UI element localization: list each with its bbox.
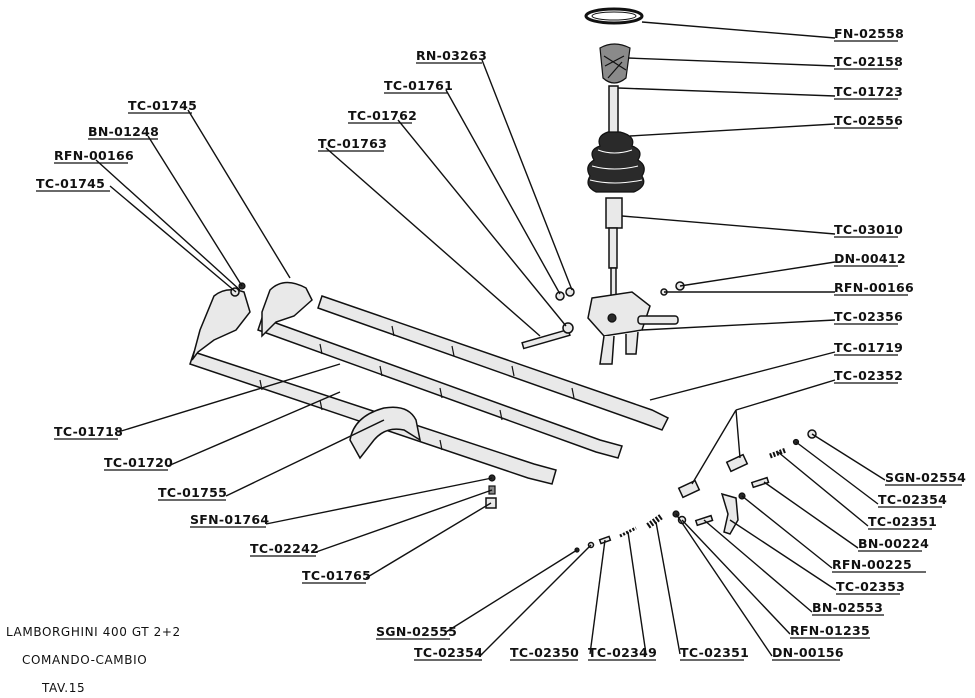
label-tc-02352: TC-02352 <box>834 368 903 383</box>
label-sfn-01764: SFN-01764 <box>190 512 269 527</box>
label-tc-02354-bottom: TC-02354 <box>414 645 483 660</box>
label-sgn-02555: SGN-02555 <box>376 624 457 639</box>
fork-tc-01745-front <box>191 289 251 361</box>
label-tc-01718: TC-01718 <box>54 424 123 439</box>
label-tc-02349: TC-02349 <box>588 645 657 660</box>
bush-tc-02352-a <box>677 479 701 499</box>
label-tc-03010: TC-03010 <box>834 222 903 237</box>
leader-lines <box>95 21 886 657</box>
label-tc-01761: TC-01761 <box>384 78 453 93</box>
label-tc-02242: TC-02242 <box>250 541 319 556</box>
washer-tc-01761 <box>555 291 565 301</box>
label-dn-00412: DN-00412 <box>834 251 906 266</box>
label-tc-01745-left: TC-01745 <box>36 176 105 191</box>
fork-tc-01755 <box>349 406 422 460</box>
selector-forks <box>191 281 422 460</box>
label-tc-01720: TC-01720 <box>104 455 173 470</box>
label-rfn-00225: RFN-00225 <box>832 557 912 572</box>
title-plate: TAV.15 <box>41 681 85 695</box>
label-tc-02356: TC-02356 <box>834 309 903 324</box>
parts-drawing <box>189 7 817 553</box>
label-tc-01723: TC-01723 <box>834 84 903 99</box>
label-sgn-02554: SGN-02554 <box>885 470 966 485</box>
lever-rod <box>608 85 619 135</box>
label-bn-01248: BN-01248 <box>88 124 159 139</box>
label-bn-00224: BN-00224 <box>858 536 929 551</box>
label-tc-01762: TC-01762 <box>348 108 417 123</box>
spring-tc-02351 <box>769 447 787 459</box>
label-tc-01719: TC-01719 <box>834 340 903 355</box>
label-tc-02353: TC-02353 <box>836 579 905 594</box>
label-tc-02351-right: TC-02351 <box>868 514 937 529</box>
pin-bn-00224 <box>750 476 770 489</box>
lever-lower-rod <box>605 197 623 229</box>
bolt-tc-01763 <box>521 328 571 350</box>
label-tc-01763: TC-01763 <box>318 136 387 151</box>
label-tc-02556: TC-02556 <box>834 113 903 128</box>
label-tc-01765: TC-01765 <box>302 568 371 583</box>
label-bn-02553: BN-02553 <box>812 600 883 615</box>
label-tc-01745-top: TC-01745 <box>128 98 197 113</box>
label-dn-00156: DN-00156 <box>772 645 844 660</box>
label-tc-02354-right: TC-02354 <box>878 492 947 507</box>
label-tc-02351-bottom: TC-02351 <box>680 645 749 660</box>
title-section: COMANDO-CAMBIO <box>22 653 147 667</box>
part-labels: FN-02558 TC-02158 TC-01723 TC-02556 TC-0… <box>36 26 966 661</box>
gear-lever-assembly <box>584 7 685 365</box>
title-model: LAMBORGHINI 400 GT 2+2 <box>6 625 181 639</box>
bush-tc-02352-b <box>725 453 749 473</box>
label-fn-02558: FN-02558 <box>834 26 904 41</box>
label-rfn-01235: RFN-01235 <box>790 623 870 638</box>
label-tc-01755: TC-01755 <box>158 485 227 500</box>
label-tc-02350: TC-02350 <box>510 645 579 660</box>
rod-tc-01719 <box>317 295 670 431</box>
label-rfn-00166-right: RFN-00166 <box>834 280 914 295</box>
rubber-boot <box>587 131 645 193</box>
nut-rn-03263 <box>565 287 575 297</box>
spring-tc-02351-b <box>646 513 664 529</box>
selector-housing <box>587 291 651 337</box>
label-tc-02158: TC-02158 <box>834 54 903 69</box>
fork-tc-01745-back <box>261 281 313 338</box>
title-block: LAMBORGHINI 400 GT 2+2 COMANDO-CAMBIO TA… <box>6 625 181 695</box>
knob-ring <box>584 7 644 25</box>
lever-tc-02353 <box>720 492 739 535</box>
label-rfn-00166-left: RFN-00166 <box>54 148 134 163</box>
label-rn-03263: RN-03263 <box>416 48 487 63</box>
